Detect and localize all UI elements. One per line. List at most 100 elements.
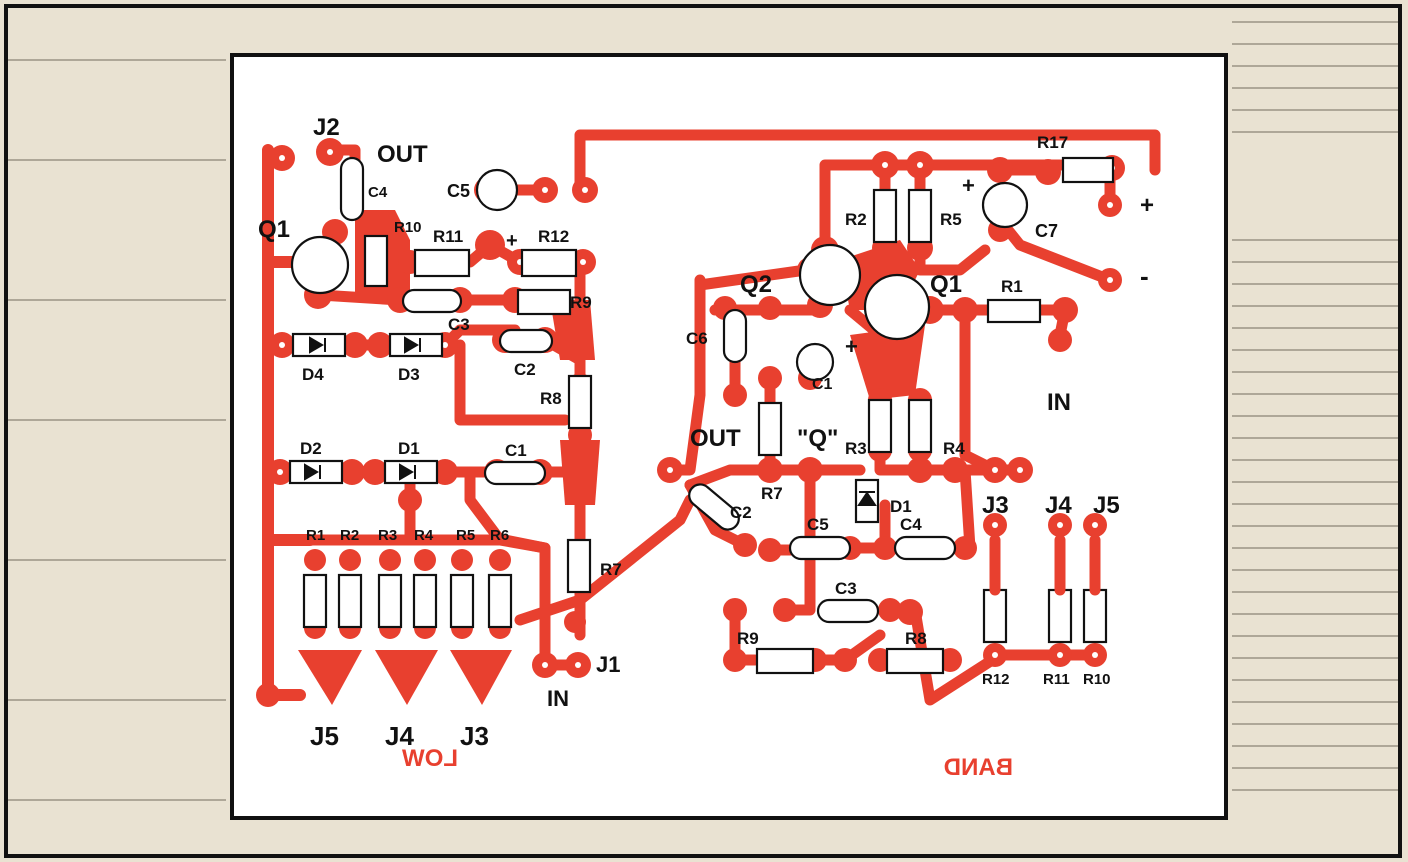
right-c1-label: C1 (812, 376, 833, 393)
left-r8-label: R8 (540, 389, 562, 408)
left-r12-label: R12 (538, 227, 569, 246)
left-r4-outline (412, 573, 438, 629)
left-plus-label: + (506, 230, 518, 252)
right-r5-outline (907, 188, 933, 244)
right-c3-outline (816, 598, 880, 624)
left-d2-label: D2 (300, 439, 322, 458)
right-c4-outline (893, 535, 957, 561)
left-r4-label: R4 (414, 527, 434, 544)
right-c6-label: C6 (686, 329, 708, 348)
right-r10-outline (1082, 588, 1108, 644)
right-r10-label: R10 (1083, 671, 1111, 688)
left-c5-label: C5 (447, 181, 470, 201)
right-r7-outline (757, 401, 783, 457)
left-r11-label: R11 (433, 227, 463, 246)
left-r8-outline (567, 374, 593, 430)
band-mirrored-label: BAND (944, 754, 1013, 781)
left-d4-label: D4 (302, 365, 324, 384)
left-c3-label: C3 (448, 315, 470, 334)
right-c7-label: C7 (1035, 221, 1058, 241)
left-c4-label: C4 (368, 184, 388, 201)
right-q1-label: Q1 (930, 271, 962, 298)
left-r3-label: R3 (378, 527, 397, 544)
left-j2-label: J2 (313, 114, 340, 141)
right-r1-label: R1 (1001, 277, 1023, 296)
left-c2-outline (498, 328, 554, 354)
right-q1-outline (863, 273, 931, 341)
left-c3-body (401, 288, 463, 314)
left-c5-outline (475, 168, 519, 212)
left-r10-label: R10 (394, 219, 422, 236)
left-d3-label: D3 (398, 365, 420, 384)
right-d1-label: D1 (890, 497, 912, 516)
board-panel (230, 53, 1228, 820)
left-r3-outline (377, 573, 403, 629)
right-r1-outline (986, 298, 1042, 324)
right-r4-outline (907, 398, 933, 454)
right-q2-label: Q2 (740, 271, 772, 298)
left-j5-label: J5 (310, 721, 339, 751)
right-r12-outline (982, 588, 1008, 644)
right-r9-label: R9 (737, 629, 759, 648)
left-r6-outline (487, 573, 513, 629)
left-out-label: OUT (377, 141, 428, 168)
right-r8-outline (885, 647, 945, 675)
left-r6-label: R6 (490, 527, 509, 544)
right-j5-label: J5 (1093, 492, 1120, 519)
right-board-components (688, 156, 1115, 675)
left-r10-outline (363, 234, 389, 288)
left-r9-outline (516, 288, 572, 316)
right-r2-label: R2 (845, 210, 867, 229)
low-mirrored-label: LOW (402, 745, 458, 772)
left-c2-label: C2 (514, 360, 536, 379)
right-j3-label: J3 (982, 492, 1009, 519)
right-c7-outline (981, 181, 1029, 229)
left-r1-outline (302, 573, 328, 629)
right-c3-label: C3 (835, 579, 857, 598)
right-q-label: "Q" (797, 425, 838, 452)
left-c1-outline (483, 460, 547, 486)
right-r3-outline (867, 398, 893, 454)
right-c7-plus-label: + (962, 173, 975, 198)
left-r12-outline (520, 248, 578, 278)
left-d1-label: D1 (398, 439, 420, 458)
left-c1-label: C1 (505, 441, 527, 460)
right-c2-outline (688, 483, 740, 531)
left-r9-label: R9 (570, 293, 592, 312)
left-r7-label: R7 (600, 560, 622, 579)
right-j4-label: J4 (1045, 492, 1072, 519)
left-c4-outline (339, 156, 365, 222)
left-r2-outline (337, 573, 363, 629)
right-supply-minus-label: - (1140, 261, 1149, 291)
right-r4-label: R4 (943, 439, 965, 458)
left-in-label: IN (547, 686, 569, 711)
left-j4-label: J4 (385, 721, 414, 751)
right-in-label: IN (1047, 389, 1071, 416)
right-r3-label: R3 (845, 439, 867, 458)
right-c2-label: C2 (730, 503, 752, 522)
right-c4-label: C4 (900, 515, 922, 534)
right-q2-outline (798, 243, 862, 307)
left-q1-label: Q1 (258, 216, 290, 243)
right-r8-label: R8 (905, 629, 927, 648)
right-r12-label: R12 (982, 671, 1010, 688)
right-c6-outline (722, 308, 748, 364)
right-r5-label: R5 (940, 210, 962, 229)
right-out-label: OUT (690, 425, 741, 452)
right-r11-label: R11 (1043, 671, 1070, 688)
left-board-components (288, 156, 593, 629)
right-r11-outline (1047, 588, 1073, 644)
left-j1-label: J1 (596, 652, 620, 677)
background-text-texture (8, 21, 1400, 801)
left-q1-outline (290, 235, 350, 295)
right-r9-outline (755, 647, 815, 675)
right-c1-outline (795, 342, 835, 382)
right-r17-label: R17 (1037, 133, 1068, 152)
left-r2-label: R2 (340, 527, 359, 544)
right-r2-outline (872, 188, 898, 244)
left-r11-outline (413, 248, 471, 278)
right-c5-label: C5 (807, 515, 829, 534)
left-j3-label: J3 (460, 721, 489, 751)
left-board-labels: J2 OUT Q1 C4 C5 R10 R11 + R12 R9 C3 D4 D… (258, 114, 622, 772)
